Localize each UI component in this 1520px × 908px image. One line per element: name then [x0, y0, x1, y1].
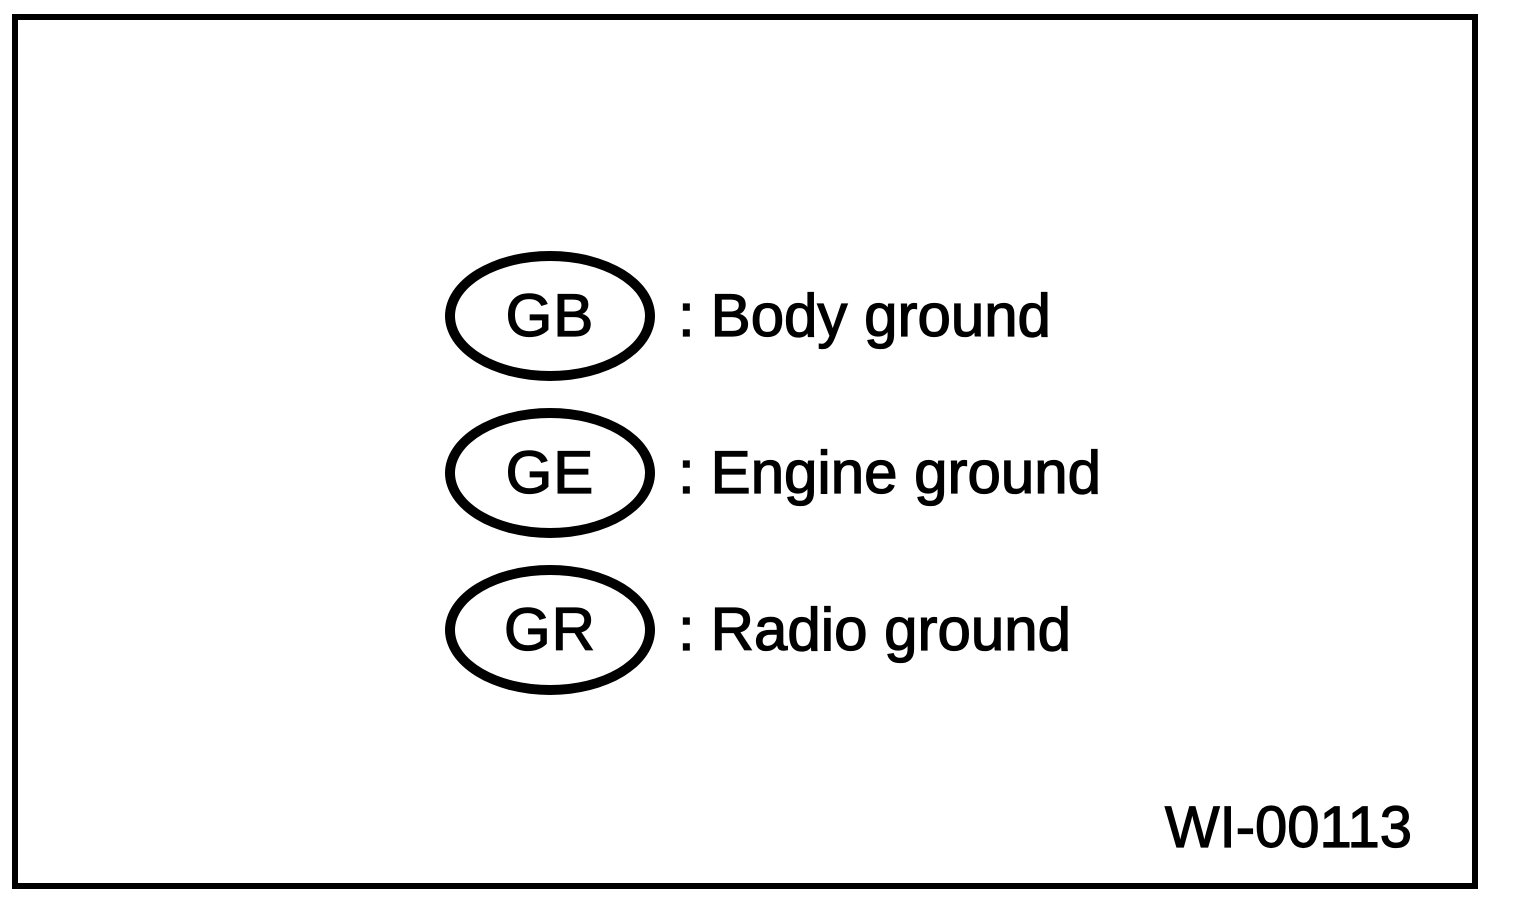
legend-separator: : — [677, 439, 695, 506]
symbol-code-gb: GB — [505, 282, 595, 349]
figure-border: GB : Body ground GE : Engine ground GR — [12, 14, 1478, 889]
legend-row-radio-ground: GR : Radio ground — [445, 565, 1101, 695]
ground-symbol-ge-icon: GE — [445, 408, 655, 538]
ground-symbol-gb-icon: GB — [445, 251, 655, 381]
legend-description: : Body ground — [677, 282, 1052, 349]
figure-code: WI-00113 — [1164, 795, 1412, 860]
legend-separator: : — [677, 596, 695, 663]
ground-symbol-legend: GB : Body ground GE : Engine ground GR — [445, 251, 1102, 695]
legend-label-radio-ground: Radio ground — [710, 596, 1072, 663]
symbol-code-ge: GE — [505, 439, 595, 506]
legend-label-engine-ground: Engine ground — [710, 439, 1102, 506]
legend-description: : Radio ground — [677, 596, 1072, 663]
legend-separator: : — [677, 282, 695, 349]
legend-description: : Engine ground — [677, 439, 1102, 506]
legend-row-body-ground: GB : Body ground — [445, 251, 1101, 381]
ground-symbol-gr-icon: GR — [445, 565, 655, 695]
legend-label-body-ground: Body ground — [710, 282, 1052, 349]
symbol-code-gr: GR — [503, 596, 596, 663]
legend-row-engine-ground: GE : Engine ground — [445, 408, 1102, 538]
